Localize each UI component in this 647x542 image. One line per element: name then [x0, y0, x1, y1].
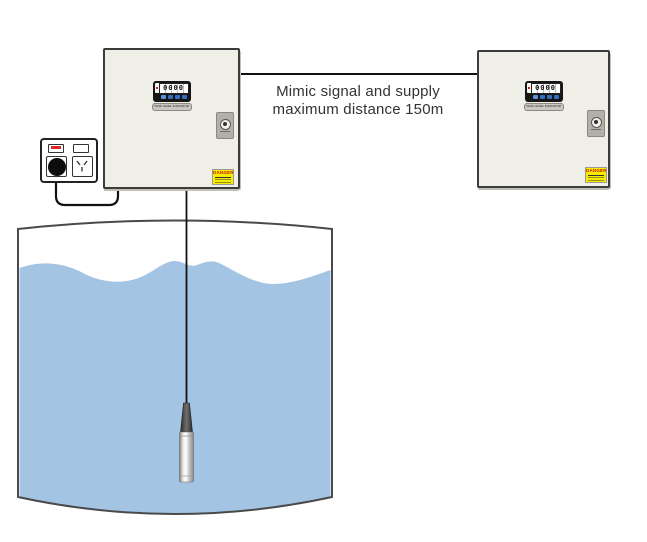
lock-icon[interactable] [590, 116, 602, 128]
left-cabinet-nameplate: TANK LEVEL INDICATOR [151, 103, 192, 111]
right-door-lock[interactable] [587, 110, 605, 137]
socket-pins-icon [76, 160, 88, 172]
outlet-socket-left [46, 156, 67, 177]
danger-label: DANGER [586, 168, 607, 173]
switch-on-indicator [51, 146, 61, 149]
right-indicator-cabinet: 0000 TANK LEVEL INDICATOR DANGER [477, 50, 610, 188]
danger-fine-print [588, 174, 604, 181]
right-display-window: 0000 [526, 82, 561, 94]
right-display-buttons[interactable] [527, 95, 561, 99]
annotation-line-1: Mimic signal and supply [276, 83, 440, 100]
left-display-window: 0000 [154, 82, 189, 94]
alarm-led-icon [155, 87, 158, 89]
mimic-signal-annotation: Mimic signal and supply maximum distance… [248, 83, 468, 119]
danger-fine-print [215, 176, 231, 183]
left-display-digits: 0000 [158, 82, 189, 94]
right-danger-sticker: DANGER [585, 167, 607, 183]
power-outlet [40, 138, 98, 183]
lock-icon[interactable] [219, 118, 231, 130]
submersible-probe [179, 402, 194, 483]
right-cabinet-nameplate: TANK LEVEL INDICATOR [523, 103, 564, 111]
alarm-led-icon [527, 87, 530, 89]
display-button-icon[interactable] [160, 95, 166, 99]
display-button-icon[interactable] [553, 95, 559, 99]
right-level-display: 0000 [524, 81, 563, 102]
annotation-line-2: maximum distance 150m [272, 101, 444, 118]
lock-label-line [220, 130, 230, 133]
left-level-display: 0000 [152, 81, 191, 102]
lock-label-line [591, 128, 601, 131]
display-button-icon[interactable] [532, 95, 538, 99]
danger-label: DANGER [213, 170, 234, 175]
probe-body [179, 431, 194, 483]
tank-outline-stroke [17, 219, 333, 515]
display-button-icon[interactable] [181, 95, 187, 99]
outlet-switch-right[interactable] [73, 144, 89, 153]
left-danger-sticker: DANGER [212, 169, 234, 185]
left-indicator-cabinet: 0000 TANK LEVEL INDICATOR DANGER [103, 48, 240, 189]
display-button-icon[interactable] [167, 95, 173, 99]
water [19, 261, 331, 514]
left-door-lock[interactable] [216, 112, 234, 139]
display-button-icon[interactable] [174, 95, 180, 99]
outlet-socket-right [72, 156, 93, 177]
plug-icon [47, 157, 66, 176]
right-display-digits: 0000 [530, 82, 561, 94]
outlet-switch-left[interactable] [48, 144, 64, 153]
left-display-buttons[interactable] [155, 95, 189, 99]
power-cable [54, 170, 120, 207]
display-button-icon[interactable] [539, 95, 545, 99]
display-button-icon[interactable] [546, 95, 552, 99]
